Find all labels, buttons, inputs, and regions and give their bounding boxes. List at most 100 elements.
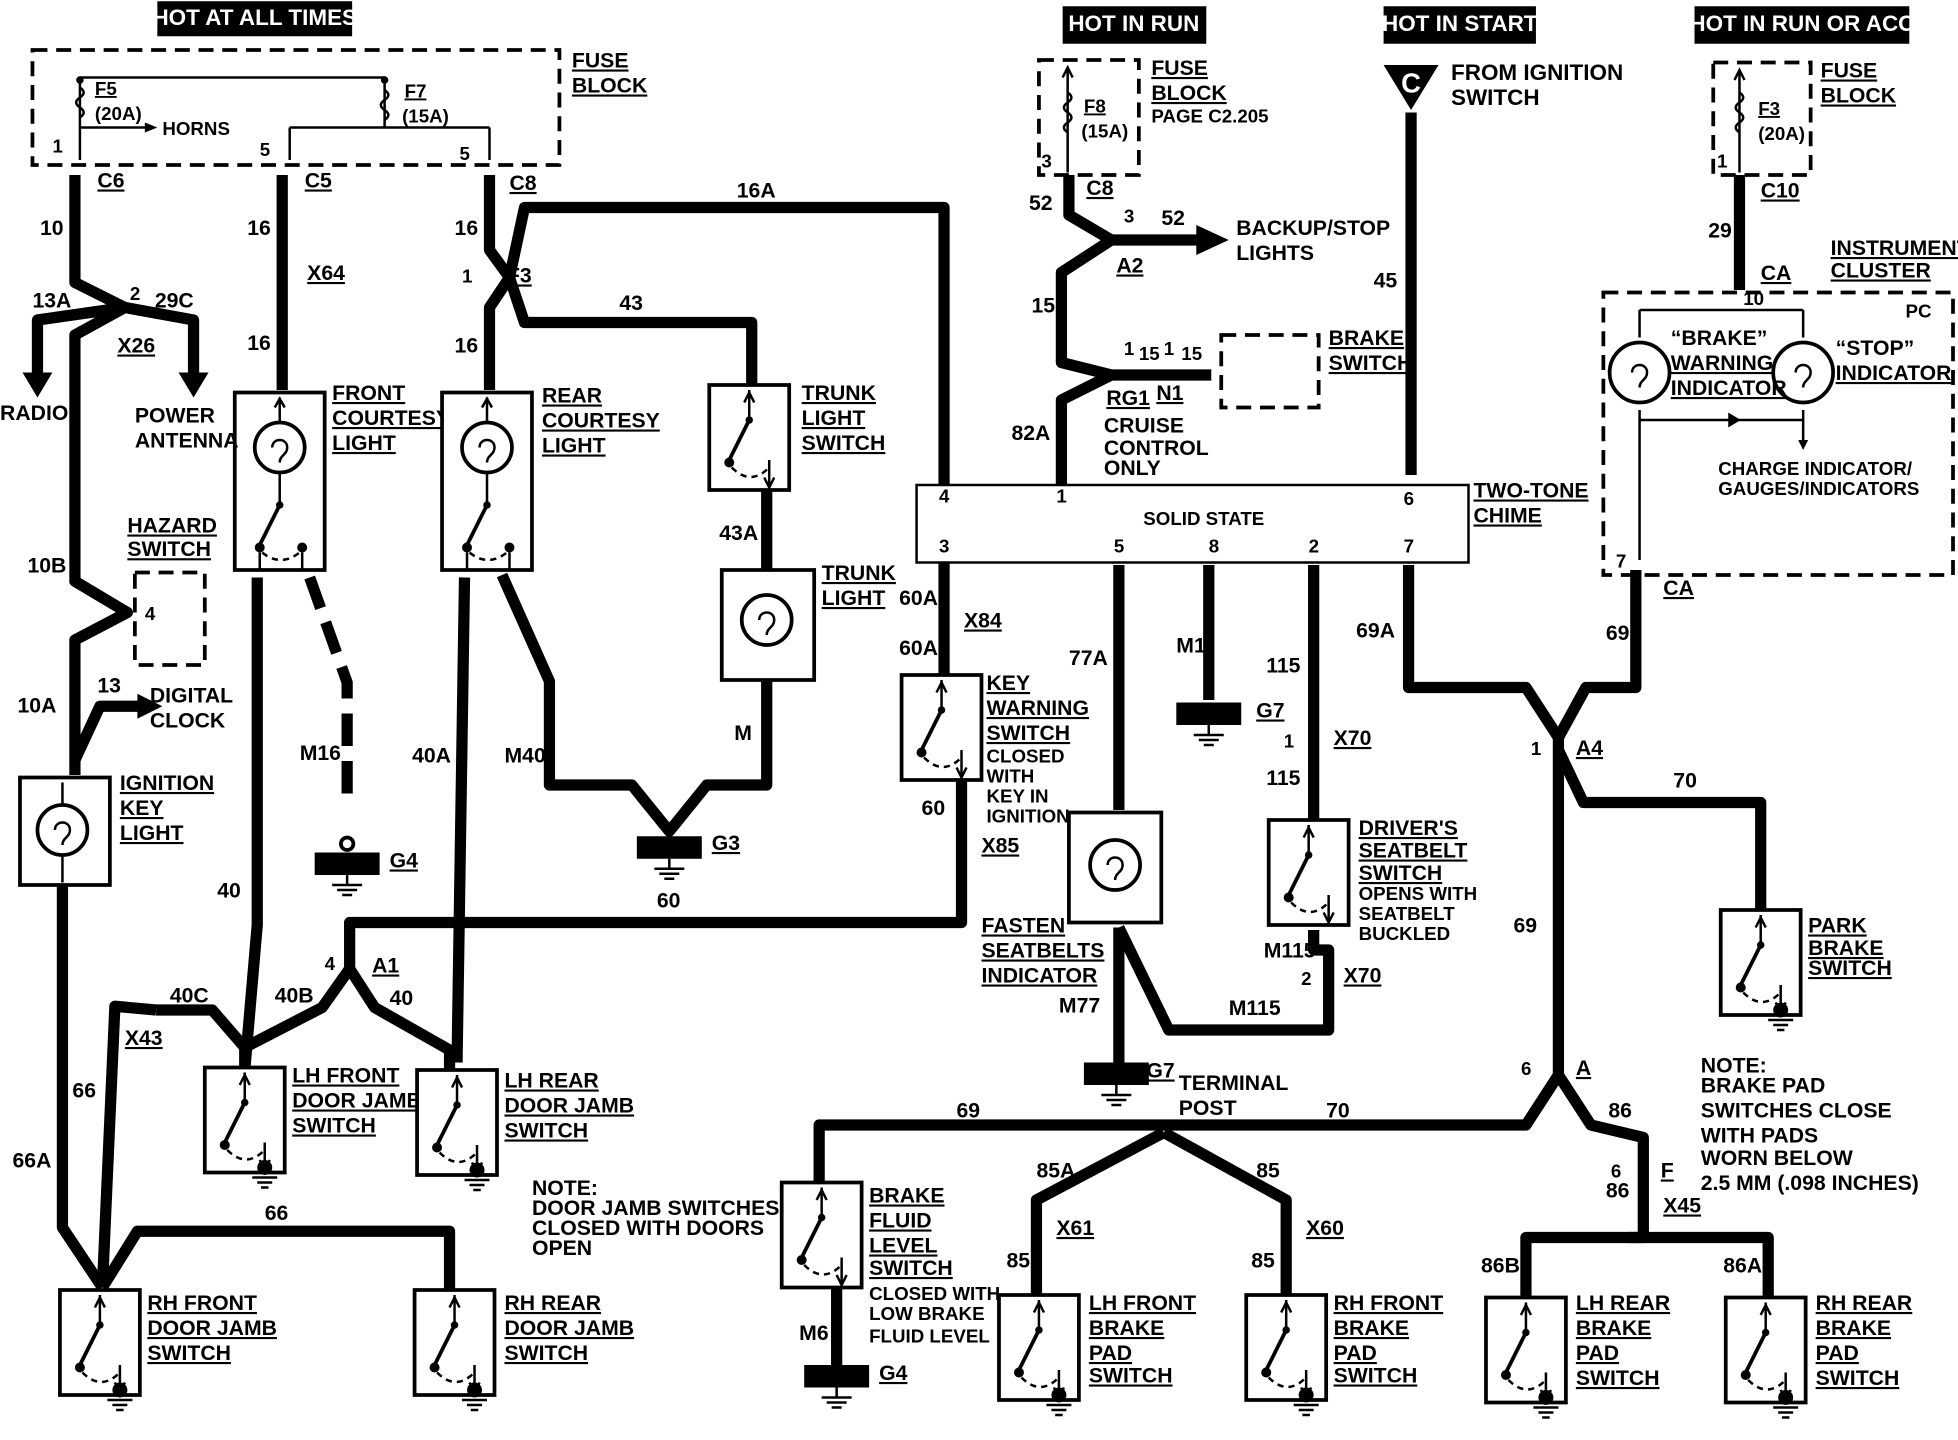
component-note: BUCKLED <box>1359 923 1451 944</box>
cruise-label: ONLY <box>1104 457 1161 480</box>
fuse-block-1: FUSE BLOCK F5 (20A) HORNS F7 (15A) 1 5 5 <box>30 48 648 167</box>
fuse-block-title: FUSE <box>1151 57 1208 80</box>
wire-label: 82A <box>1011 422 1050 445</box>
component-note: CLOSED WITH <box>869 1283 1000 1304</box>
wire-label: 10B <box>27 554 66 577</box>
two-tone-chime: SOLID STATE 4 1 6 3 5 8 2 7 TWO-TONE CHI… <box>915 479 1589 564</box>
component-label: DRIVER'S <box>1359 817 1458 840</box>
fuse-block-title: BLOCK <box>1821 84 1897 107</box>
backup-lights-label: LIGHTS <box>1236 242 1314 265</box>
pin-label: 3 <box>939 535 949 556</box>
component-label: PAD <box>1576 1342 1619 1365</box>
wire-label: 52 <box>1029 192 1053 215</box>
brake-switch: BRAKE SWITCH <box>1219 327 1412 410</box>
wire-labels: 10 13A 2 29C 16 16 16 16 1 16A 43 43A 10… <box>12 179 1762 1345</box>
pin-label: 2 <box>1301 968 1311 989</box>
fuse-block-3: F3 (20A) 1 FUSE BLOCK <box>1711 59 1897 177</box>
charge-label: CHARGE INDICATOR/ <box>1718 458 1913 479</box>
fuse-f3-amp: (20A) <box>1758 123 1805 144</box>
stop-indicator-label: INDICATOR <box>1836 362 1952 385</box>
component-label: SEATBELT <box>1359 839 1468 862</box>
component-label: LIGHT <box>542 434 606 457</box>
chime-label: CHIME <box>1473 504 1541 527</box>
component-label: BRAKE <box>1089 1317 1164 1340</box>
rh-front-door-jamb-switch: RH FRONT DOOR JAMB SWITCH <box>58 1288 277 1412</box>
pin-label: 1 <box>1164 338 1174 359</box>
pin-label: 1 <box>462 265 472 286</box>
fasten-seatbelts-indicator: FASTEN SEATBELTS INDICATOR <box>981 810 1164 988</box>
wire-label: 115 <box>1266 654 1300 677</box>
wire-label: 40 <box>390 987 414 1010</box>
component-label: SWITCH <box>1576 1367 1660 1390</box>
pin-label: 4 <box>145 603 156 624</box>
connector-label: X70 <box>1344 964 1382 987</box>
connector-label: C6 <box>97 169 124 192</box>
component-label: FLUID <box>869 1209 931 1232</box>
fuse-f7-label: F7 <box>405 80 427 101</box>
note-door-jamb: NOTE: DOOR JAMB SWITCHES CLOSED WITH DOO… <box>532 1177 779 1260</box>
power-antenna-label: POWER <box>135 404 215 427</box>
ground-label: G3 <box>712 832 740 855</box>
hazard-label: HAZARD <box>127 514 217 537</box>
component-label: SWITCH <box>1089 1364 1173 1387</box>
connector-label: C8 <box>1086 177 1113 200</box>
fuse-f8-amp: (15A) <box>1081 120 1128 141</box>
wire-label: 85 <box>1006 1249 1030 1272</box>
brake-warning-label: INDICATOR <box>1671 377 1787 400</box>
ignition-switch-terminal: C FROM IGNITION SWITCH <box>1383 60 1623 110</box>
brake-fluid-level-switch: BRAKE FLUID LEVEL SWITCH CLOSED WITH LOW… <box>779 1180 1000 1347</box>
header-hot-at-all-times: HOT AT ALL TIMES <box>152 1 357 37</box>
component-label: RH FRONT <box>147 1292 257 1315</box>
component-label: SWITCH <box>802 432 886 455</box>
wire-label: 66 <box>72 1079 96 1102</box>
fuse-f5-label: F5 <box>95 78 117 99</box>
component-label: SWITCH <box>504 1119 588 1142</box>
wire-label: 43 <box>619 292 643 315</box>
component-label: IGNITION <box>120 772 214 795</box>
component-label: PAD <box>1816 1342 1859 1365</box>
wire-label: 16A <box>737 179 776 202</box>
component-label: LH REAR <box>504 1069 598 1092</box>
front-courtesy-light: FRONT COURTESY LIGHT <box>232 382 450 572</box>
header-text: HOT IN RUN OR ACC <box>1689 11 1914 36</box>
fuse-f8-label: F8 <box>1084 95 1106 116</box>
header-hot-in-run: HOT IN RUN <box>1062 6 1207 44</box>
component-label: DOOR JAMB <box>147 1317 277 1340</box>
ground-label: G4 <box>879 1362 907 1385</box>
trunk-light-switch: TRUNK LIGHT SWITCH <box>707 382 886 492</box>
hazard-label: SWITCH <box>127 538 211 561</box>
power-antenna-label: ANTENNA <box>135 429 239 452</box>
fuse-block-page: PAGE C2.205 <box>1151 105 1268 126</box>
wire-label: 60 <box>657 889 681 912</box>
chime-label: TWO-TONE <box>1473 479 1588 502</box>
pin-label: 6 <box>1611 1160 1621 1181</box>
wire-label: M6 <box>799 1322 829 1345</box>
component-label: FASTEN <box>981 914 1065 937</box>
note-text: CLOSED WITH DOORS <box>532 1217 764 1240</box>
wire-harness <box>31 112 1774 1300</box>
pin-label: 6 <box>1521 1058 1531 1079</box>
component-label: TRUNK <box>802 382 877 405</box>
wire-label: 86 <box>1606 1179 1630 1202</box>
wire-label: 29 <box>1708 219 1732 242</box>
note-brake-pad: NOTE: BRAKE PAD SWITCHES CLOSE WITH PADS… <box>1701 1054 1919 1195</box>
connector-label: CA <box>1761 262 1792 285</box>
solid-state-label: SOLID STATE <box>1143 508 1264 529</box>
wire-label: 60A <box>899 637 938 660</box>
connector-label: X45 <box>1663 1194 1701 1217</box>
wire-label: 115 <box>1266 767 1300 790</box>
component-label: DOOR JAMB <box>504 1317 634 1340</box>
header-text: HOT AT ALL TIMES <box>152 5 357 30</box>
pin-label: 4 <box>939 485 950 506</box>
connector-label: X26 <box>117 334 155 357</box>
fuse-block-title: BLOCK <box>1151 82 1227 105</box>
component-label: LH FRONT <box>292 1064 399 1087</box>
wire-label: M1 <box>1176 634 1206 657</box>
component-label: COURTESY <box>542 409 660 432</box>
wire-label: M <box>734 722 752 745</box>
component-label: LEVEL <box>869 1234 937 1257</box>
connector-label: A2 <box>1116 254 1143 277</box>
note-text: WORN BELOW <box>1701 1147 1853 1170</box>
connector-label: X43 <box>125 1027 163 1050</box>
